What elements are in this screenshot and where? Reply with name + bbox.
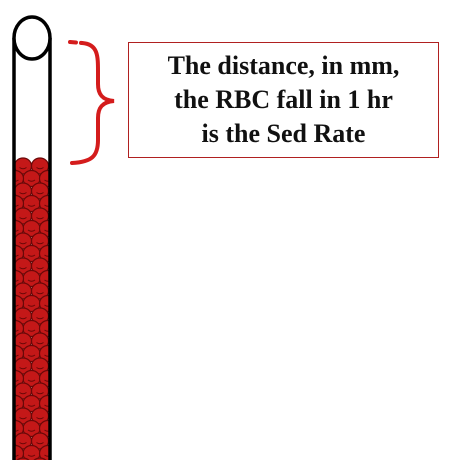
red-blood-cell-dimple [44, 379, 49, 382]
red-blood-cell-dimple [36, 317, 44, 320]
red-blood-cell-icon [15, 244, 25, 263]
red-blood-cell-icon [15, 419, 25, 438]
red-blood-cell-icon [15, 369, 25, 388]
red-blood-cell-dimple [19, 317, 27, 320]
red-blood-cell-dimple [19, 417, 27, 420]
red-blood-cell-dimple [15, 254, 19, 257]
red-blood-cell-dimple [15, 429, 19, 432]
red-blood-cell-icon [15, 344, 25, 363]
red-blood-cell-dimple [36, 367, 44, 370]
red-blood-cell-dimple [15, 304, 19, 307]
red-blood-cell-dimple [27, 229, 36, 232]
red-blood-cell-dimple [19, 367, 27, 370]
red-blood-cell-icon [15, 194, 25, 213]
red-blood-cell-dimple [15, 404, 19, 407]
red-blood-cell-icon [38, 269, 49, 288]
red-blood-cell-icon [38, 244, 49, 263]
red-blood-cell-dimple [15, 204, 19, 207]
red-blood-cell-dimple [36, 167, 44, 170]
red-blood-cell-icon [38, 394, 49, 413]
red-blood-cell-dimple [44, 179, 49, 182]
red-blood-cell-icon [38, 169, 49, 188]
red-blood-cell-dimple [36, 192, 44, 195]
sed-rate-callout: The distance, in mm, the RBC fall in 1 h… [128, 42, 439, 158]
red-blood-cell-dimple [36, 217, 44, 220]
red-blood-cell-dimple [36, 292, 44, 295]
red-blood-cell-icon [15, 444, 25, 460]
red-blood-cell-dimple [19, 442, 27, 445]
red-blood-cell-icon [15, 169, 25, 188]
red-blood-cell-dimple [36, 342, 44, 345]
red-blood-cell-dimple [15, 179, 19, 182]
red-blood-cell-dimple [27, 329, 36, 332]
red-blood-cell-dimple [44, 254, 49, 257]
red-blood-cell-dimple [19, 217, 27, 220]
tube-opening [12, 15, 52, 61]
red-blood-cell-dimple [44, 304, 49, 307]
red-blood-cell-dimple [27, 254, 36, 257]
red-blood-cell-dimple [36, 267, 44, 270]
callout-line-1: The distance, in mm, [167, 51, 400, 80]
red-blood-cell-icon [15, 294, 25, 313]
red-blood-cell-dimple [44, 404, 49, 407]
red-blood-cell-dimple [15, 329, 19, 332]
red-blood-cell-dimple [19, 192, 27, 195]
red-blood-cell-icon [15, 394, 25, 413]
red-blood-cell-dimple [44, 454, 49, 457]
red-blood-cell-icon [38, 419, 49, 438]
red-blood-cell-icon [15, 269, 25, 288]
red-blood-cell-dimple [19, 267, 27, 270]
red-blood-cell-dimple [44, 354, 49, 357]
red-blood-cell-icon [38, 294, 49, 313]
red-blood-cell-dimple [15, 229, 19, 232]
curly-bracket-icon [68, 40, 115, 165]
red-blood-cell-dimple [44, 429, 49, 432]
red-blood-cell-icon [15, 219, 25, 238]
red-blood-cell-dimple [19, 292, 27, 295]
red-blood-cell-dimple [19, 167, 27, 170]
red-blood-cell-dimple [44, 329, 49, 332]
red-blood-cell-dimple [15, 379, 19, 382]
red-blood-cell-dimple [44, 204, 49, 207]
rbc-sediment-column [15, 157, 49, 460]
red-blood-cell-dimple [19, 392, 27, 395]
callout-line-2: the RBC fall in 1 hr [174, 85, 393, 114]
red-blood-cell-icon [38, 319, 49, 338]
red-blood-cell-dimple [27, 354, 36, 357]
callout-text: The distance, in mm, the RBC fall in 1 h… [168, 49, 400, 151]
red-blood-cell-icon [38, 194, 49, 213]
red-blood-cell-dimple [44, 279, 49, 282]
red-blood-cell-icon [38, 369, 49, 388]
callout-line-3: is the Sed Rate [201, 119, 366, 148]
red-blood-cell-dimple [27, 179, 36, 182]
red-blood-cell-dimple [27, 379, 36, 382]
red-blood-cell-dimple [27, 304, 36, 307]
red-blood-cell-icon [38, 219, 49, 238]
red-blood-cell-dimple [27, 279, 36, 282]
red-blood-cell-dimple [44, 229, 49, 232]
red-blood-cell-dimple [36, 442, 44, 445]
red-blood-cell-icon [38, 344, 49, 363]
red-blood-cell-dimple [27, 404, 36, 407]
red-blood-cell-dimple [27, 204, 36, 207]
test-tube-icon [12, 15, 52, 460]
red-blood-cell-dimple [27, 454, 36, 457]
red-blood-cell-dimple [15, 454, 19, 457]
red-blood-cell-dimple [19, 342, 27, 345]
red-blood-cell-dimple [15, 354, 19, 357]
red-blood-cell-icon [15, 319, 25, 338]
red-blood-cell-dimple [27, 429, 36, 432]
red-blood-cell-dimple [19, 242, 27, 245]
red-blood-cell-dimple [15, 279, 19, 282]
red-blood-cell-dimple [36, 392, 44, 395]
red-blood-cell-dimple [36, 242, 44, 245]
red-blood-cell-dimple [36, 417, 44, 420]
